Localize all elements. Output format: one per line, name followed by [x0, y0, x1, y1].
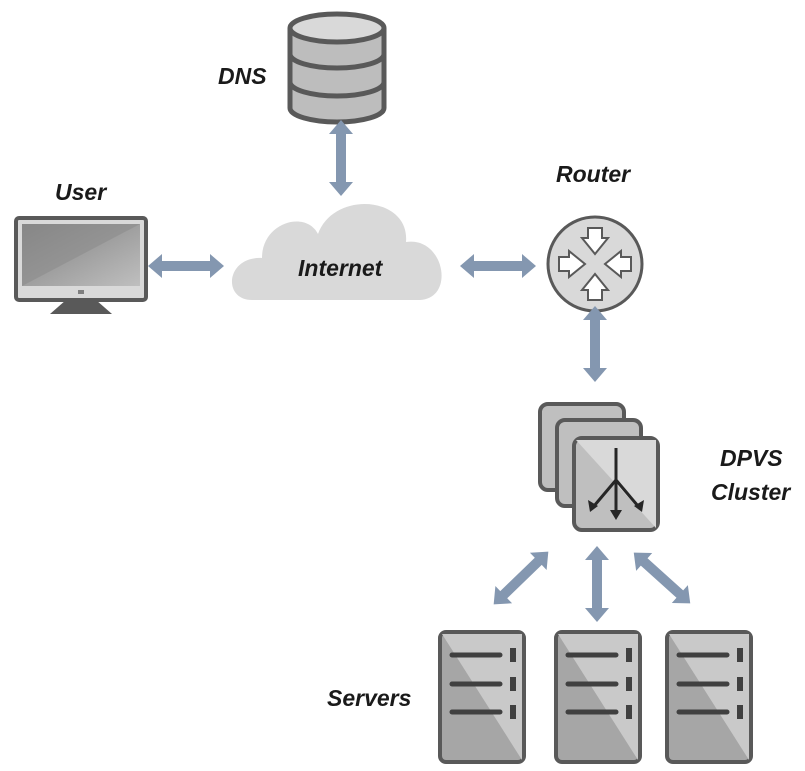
dpvs-label-line1: DPVS — [720, 445, 783, 471]
router-icon — [546, 215, 644, 313]
dns-label: DNS — [218, 63, 267, 89]
server-icon — [665, 630, 753, 764]
dpvs-server-arrow-middle — [585, 546, 609, 622]
dpvs-server-arrow-left — [485, 542, 557, 614]
cloud-icon — [231, 204, 442, 300]
router-dpvs-arrow — [583, 306, 607, 382]
monitor-icon — [14, 216, 148, 314]
server-icon — [554, 630, 642, 764]
database-icon — [287, 11, 387, 125]
dns-internet-arrow — [329, 120, 353, 196]
server-icon — [438, 630, 526, 764]
dpvs-server-arrow-right — [625, 543, 699, 613]
user-label: User — [55, 179, 107, 205]
internet-label: Internet — [298, 255, 384, 281]
router-label: Router — [556, 161, 631, 187]
user-internet-arrow — [148, 254, 224, 278]
load-balancer-icon — [538, 402, 660, 532]
dpvs-label-line2: Cluster — [711, 479, 791, 505]
internet-router-arrow — [460, 254, 536, 278]
servers-label: Servers — [327, 685, 411, 711]
